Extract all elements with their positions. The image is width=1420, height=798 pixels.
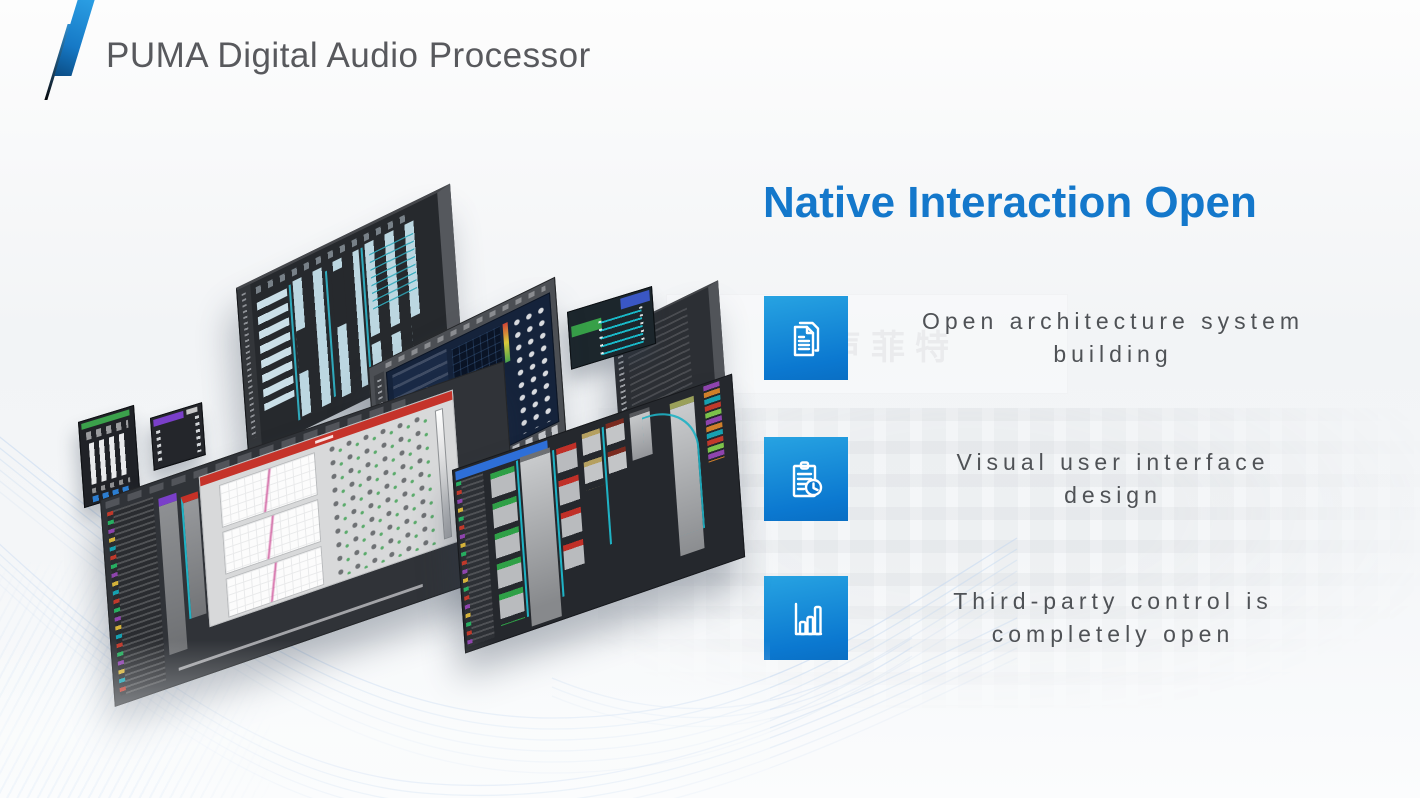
port-dots-left	[156, 429, 163, 465]
module-list	[256, 288, 295, 412]
software-screenshot-collage	[78, 183, 746, 707]
feature-visual-ui: Visual user interface design	[764, 437, 1348, 521]
knob-grid	[511, 303, 554, 436]
curved-cable	[641, 399, 706, 547]
purple-title-bar	[153, 410, 184, 427]
feature-text: Third-party control is completely open	[878, 585, 1348, 651]
feature-tile	[764, 437, 848, 521]
feature-open-architecture: Open architecture system building	[764, 296, 1348, 380]
feature-tile	[764, 296, 848, 380]
object-sidebar	[107, 496, 167, 697]
feature-line: Visual user interface	[956, 449, 1270, 475]
white-faders	[88, 432, 130, 485]
object-sidebar	[455, 473, 495, 647]
feature-line: building	[1053, 341, 1173, 367]
multicolor-tag-stack	[703, 380, 725, 463]
tan-block-column	[581, 428, 604, 491]
vertical-slider	[434, 407, 453, 540]
feature-text: Visual user interface design	[878, 446, 1348, 512]
mini-meter-window	[150, 402, 206, 471]
feature-line: design	[1064, 482, 1162, 508]
feature-third-party: Third-party control is completely open	[764, 576, 1348, 660]
darkred-block-column	[605, 417, 628, 475]
color-chip-column	[107, 510, 127, 697]
green-node-tag	[571, 317, 602, 338]
level-meter	[502, 321, 511, 364]
teal-link-lines	[599, 309, 644, 356]
color-chip-column	[455, 480, 473, 647]
blue-node-tag	[620, 289, 650, 310]
feature-line: completely open	[991, 621, 1235, 647]
section-heading: Native Interaction Open	[763, 178, 1257, 227]
feature-line: Open architecture system	[921, 308, 1305, 334]
documents-icon	[793, 321, 820, 357]
feature-tile	[764, 576, 848, 660]
feature-line: Third-party control is	[953, 588, 1273, 614]
window-label	[186, 406, 198, 415]
page-title: PUMA Digital Audio Processor	[106, 36, 591, 75]
port-dots-right	[194, 415, 202, 453]
clipboard-clock-icon	[792, 461, 823, 498]
bar-chart-icon	[794, 602, 823, 636]
feature-text: Open architecture system building	[878, 305, 1348, 371]
